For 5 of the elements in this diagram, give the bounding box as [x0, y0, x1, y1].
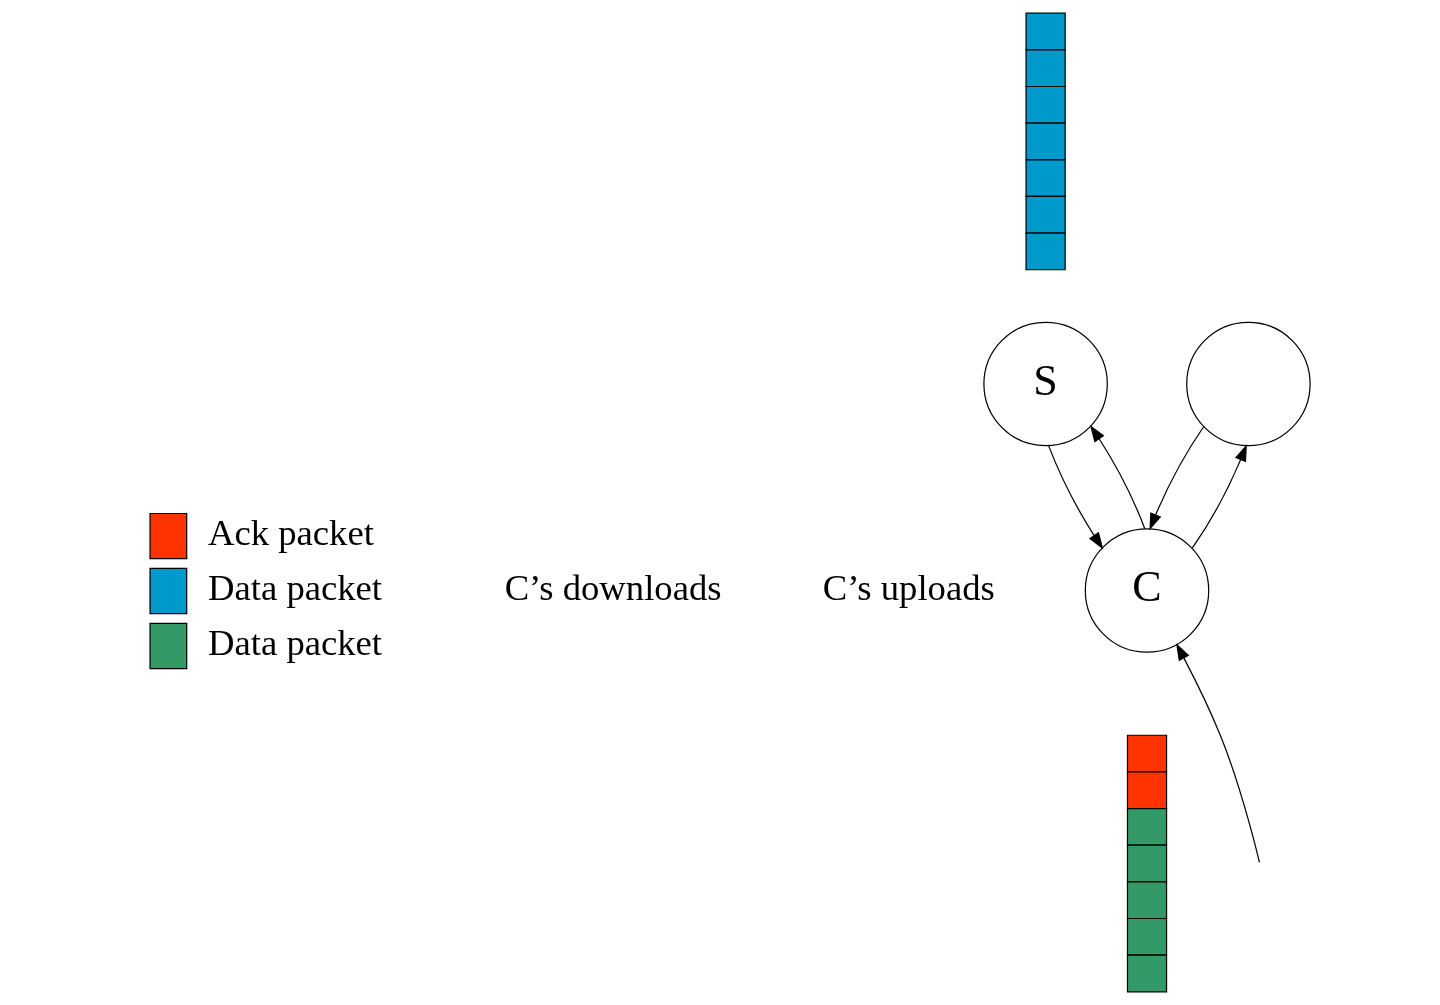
label: C’s downloads [504, 566, 722, 608]
label: C’s uploads [822, 566, 995, 608]
legend-label: Data packet [208, 622, 383, 664]
legend-label: Data packet [208, 567, 383, 609]
legend-label: Ack packet [208, 512, 374, 554]
